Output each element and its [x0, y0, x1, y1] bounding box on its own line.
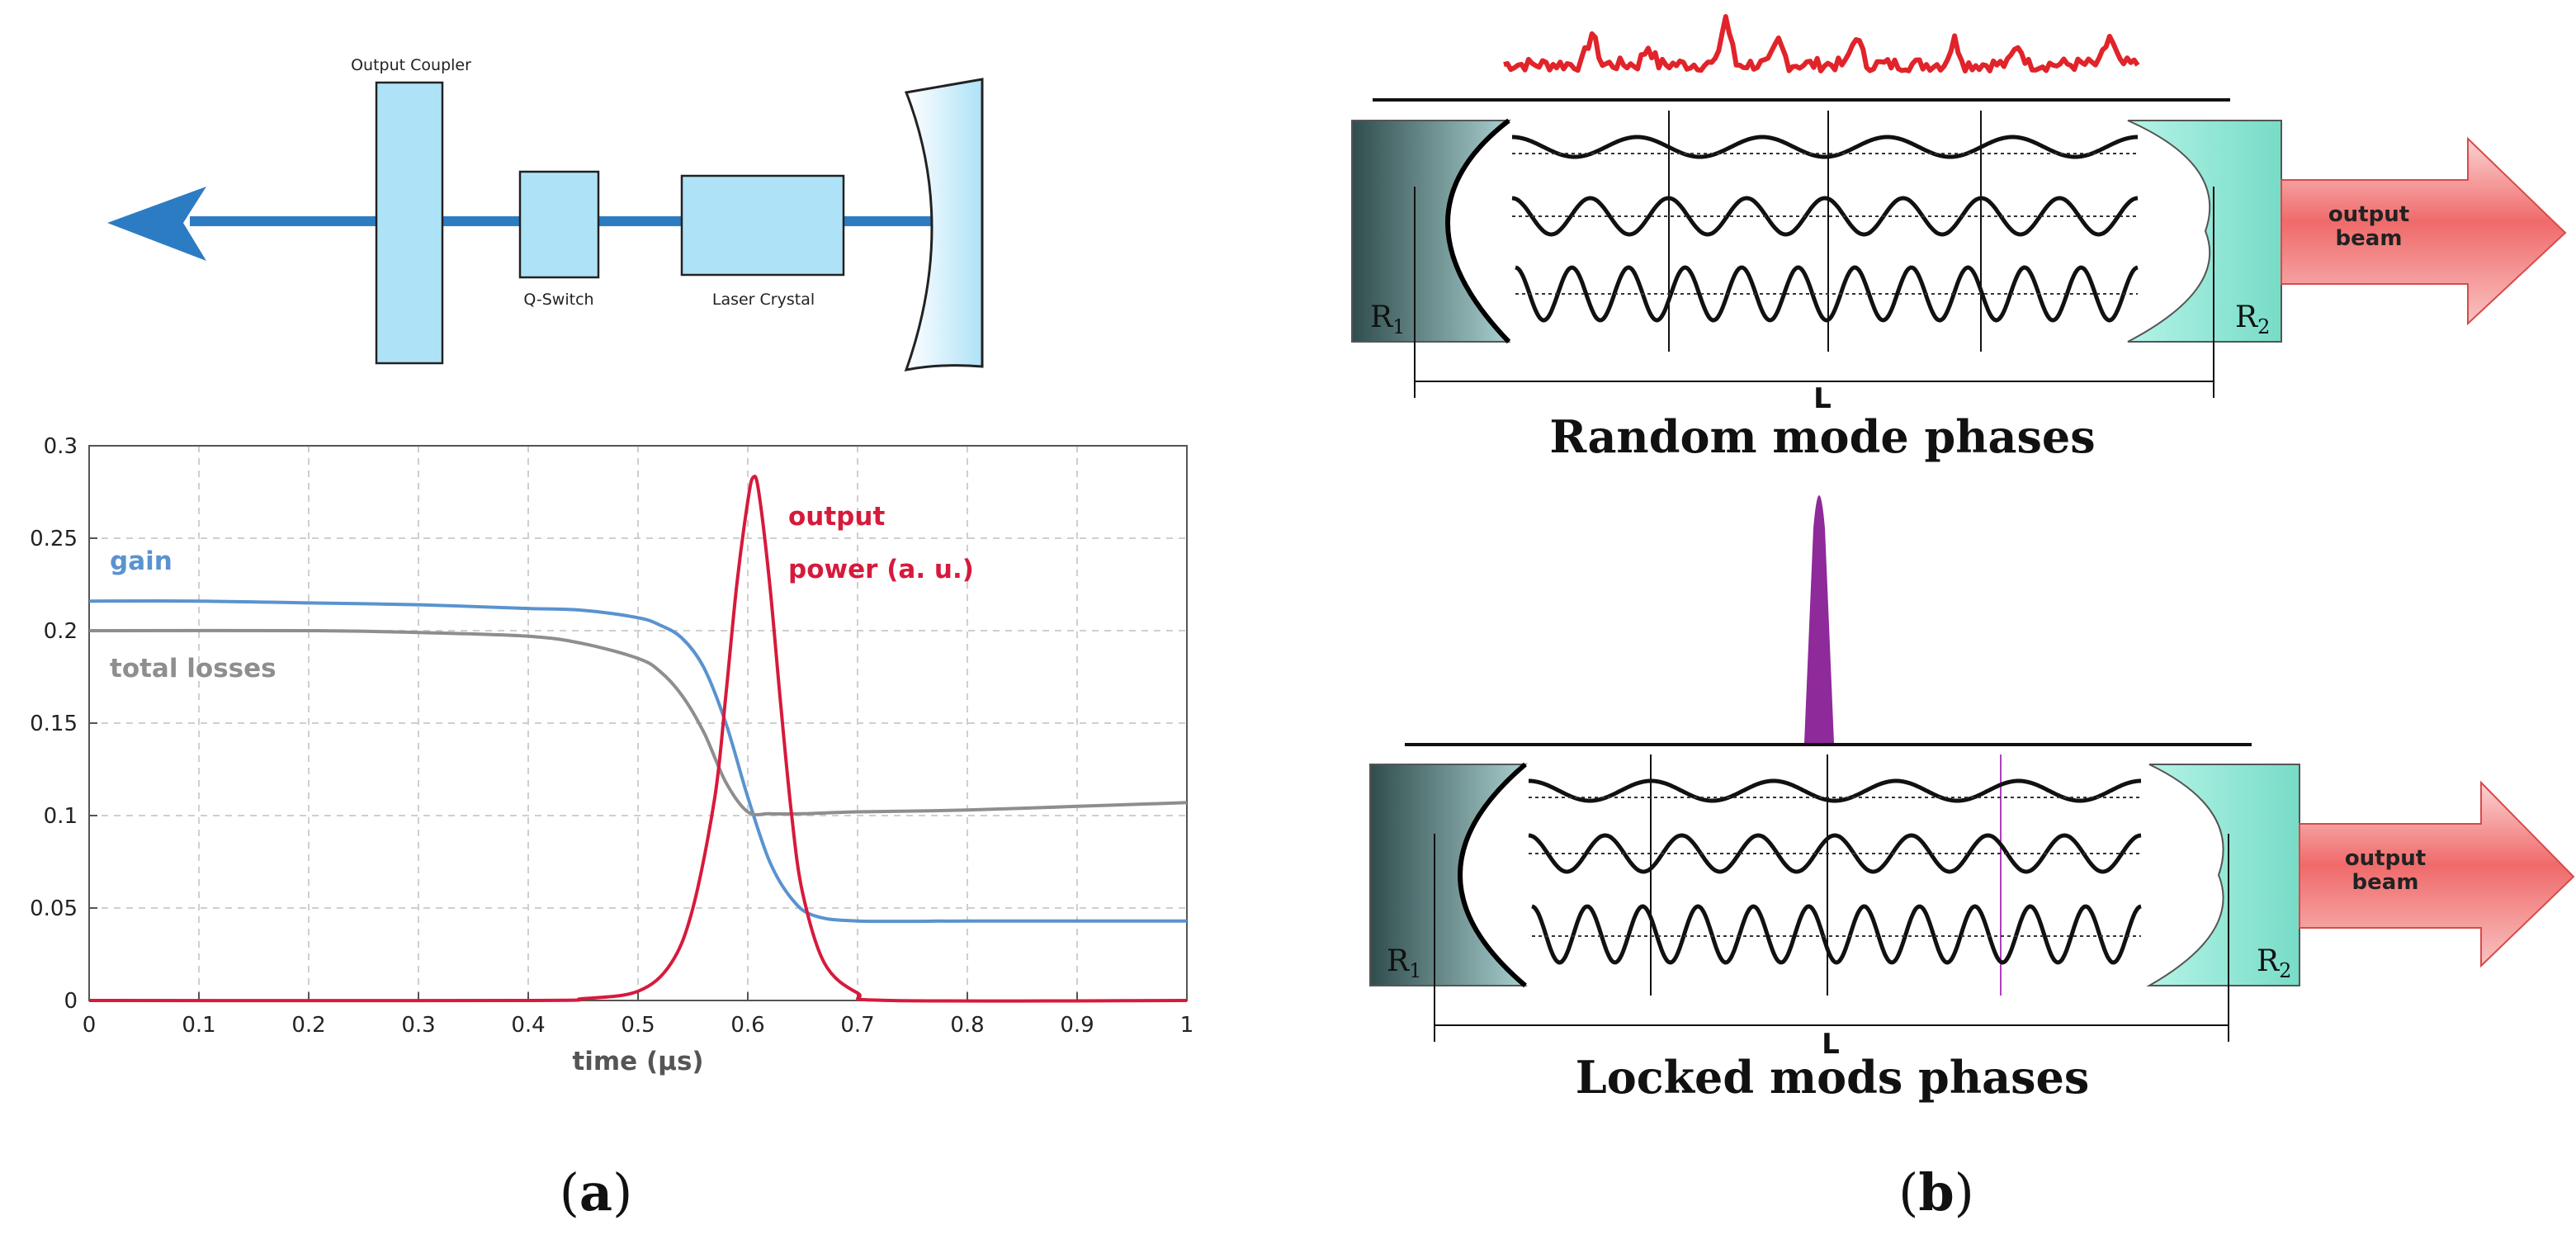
- y-tick-label: 0.2: [44, 619, 78, 644]
- y-tick-label: 0.15: [30, 712, 78, 736]
- laser-crystal: [680, 174, 845, 277]
- output-beam-arrow-bottom: [2299, 780, 2575, 968]
- x-tick-label: 0.5: [621, 1013, 655, 1038]
- output-beam-label-bottom-1: output: [2345, 846, 2426, 871]
- output-coupler: [375, 81, 444, 365]
- chart-series: [88, 475, 1188, 1003]
- output-beam-arrow-top: [2281, 136, 2567, 326]
- title-locked: Locked mods phases: [1576, 1051, 2089, 1104]
- caption-a: (a): [560, 1162, 633, 1223]
- locked-phase-panel: R1 R2 output beam L Locked mods phases: [1369, 495, 2575, 1104]
- series-label-gain: gain: [110, 546, 173, 576]
- series-total-losses: [88, 628, 1188, 816]
- length-label-bottom: L: [1822, 1028, 1840, 1061]
- q-switch-label: Q-Switch: [523, 291, 593, 309]
- caption-b: (b): [1898, 1162, 1974, 1223]
- title-random: Random mode phases: [1549, 410, 2095, 463]
- mode-wave: [1512, 135, 2138, 159]
- series-output-power: [88, 475, 1188, 1003]
- beam-arrow-icon: [107, 187, 206, 261]
- random-phase-panel: R1 R2 output beam L Random mode phases: [1351, 14, 2567, 463]
- mode-locked-pulse: [1804, 495, 1834, 743]
- y-tick-label: 0.3: [44, 434, 78, 459]
- output-beam-label-top-1: output: [2328, 202, 2409, 227]
- r2-label-bottom: R2: [2257, 944, 2291, 982]
- laser-crystal-label: Laser Crystal: [712, 291, 815, 309]
- mode-wave: [1515, 265, 2139, 323]
- mirror-r2-bottom: [2146, 764, 2300, 986]
- curved-mirror: [904, 78, 984, 371]
- r1-label-top: R1: [1370, 300, 1405, 338]
- mode-waves-bottom: [1528, 778, 2142, 965]
- mode-wave: [1529, 778, 2141, 803]
- series-label-losses: total losses: [110, 654, 277, 683]
- output-coupler-label: Output Coupler: [351, 56, 471, 74]
- r2-label-top: R2: [2235, 300, 2270, 338]
- mirror-r1-curve-bottom: [1458, 762, 1527, 988]
- mode-waves-top: [1511, 135, 2139, 323]
- x-tick-label: 0.9: [1060, 1013, 1094, 1038]
- noise-trace: [1503, 14, 2140, 73]
- q-switch: [518, 170, 600, 279]
- y-tick-label: 0.1: [44, 804, 78, 829]
- chart-grid: [89, 446, 1187, 1000]
- series-label-power-2: power (a. u.): [788, 555, 974, 584]
- series-label-power-1: output: [788, 502, 885, 532]
- laser-schematic: Output Coupler Q-Switch Laser Crystal: [107, 56, 984, 371]
- x-axis-label: time (μs): [572, 1047, 703, 1076]
- x-tick-label: 0.4: [511, 1013, 545, 1038]
- mode-wave: [1528, 833, 2142, 874]
- x-tick-label: 0.3: [401, 1013, 435, 1038]
- output-beam-label-bottom-2: beam: [2352, 870, 2419, 895]
- mode-wave: [1531, 904, 2142, 965]
- x-tick-label: 0.7: [840, 1013, 874, 1038]
- r1-label-bottom: R1: [1387, 944, 1421, 982]
- y-tick-label: 0: [64, 989, 78, 1014]
- mode-wave: [1511, 196, 2139, 237]
- x-tick-label: 0.6: [730, 1013, 764, 1038]
- chart-ticks: 0 0.1 0.2 0.3 0.4 0.5 0.6 0.7 0.8 0.9 1 0 0.05 0.1 0.1…: [30, 434, 1193, 1038]
- mirror-r1-curve-top: [1445, 118, 1511, 344]
- x-tick-label: 0.1: [182, 1013, 215, 1038]
- q-switch-chart: 0 0.1 0.2 0.3 0.4 0.5 0.6 0.7 0.8 0.9 1 0 0.05 0.1 0.1…: [30, 434, 1193, 1076]
- length-label-top: L: [1813, 382, 1832, 415]
- x-tick-label: 0.2: [291, 1013, 325, 1038]
- y-tick-label: 0.25: [30, 527, 78, 551]
- output-beam-label-top-2: beam: [2336, 226, 2403, 251]
- series-gain: [88, 599, 1187, 924]
- x-tick-label: 1: [1180, 1013, 1194, 1038]
- mirror-r2-top: [2127, 120, 2282, 343]
- x-tick-label: 0: [83, 1013, 97, 1038]
- y-tick-label: 0.05: [30, 896, 78, 921]
- x-tick-label: 0.8: [950, 1013, 984, 1038]
